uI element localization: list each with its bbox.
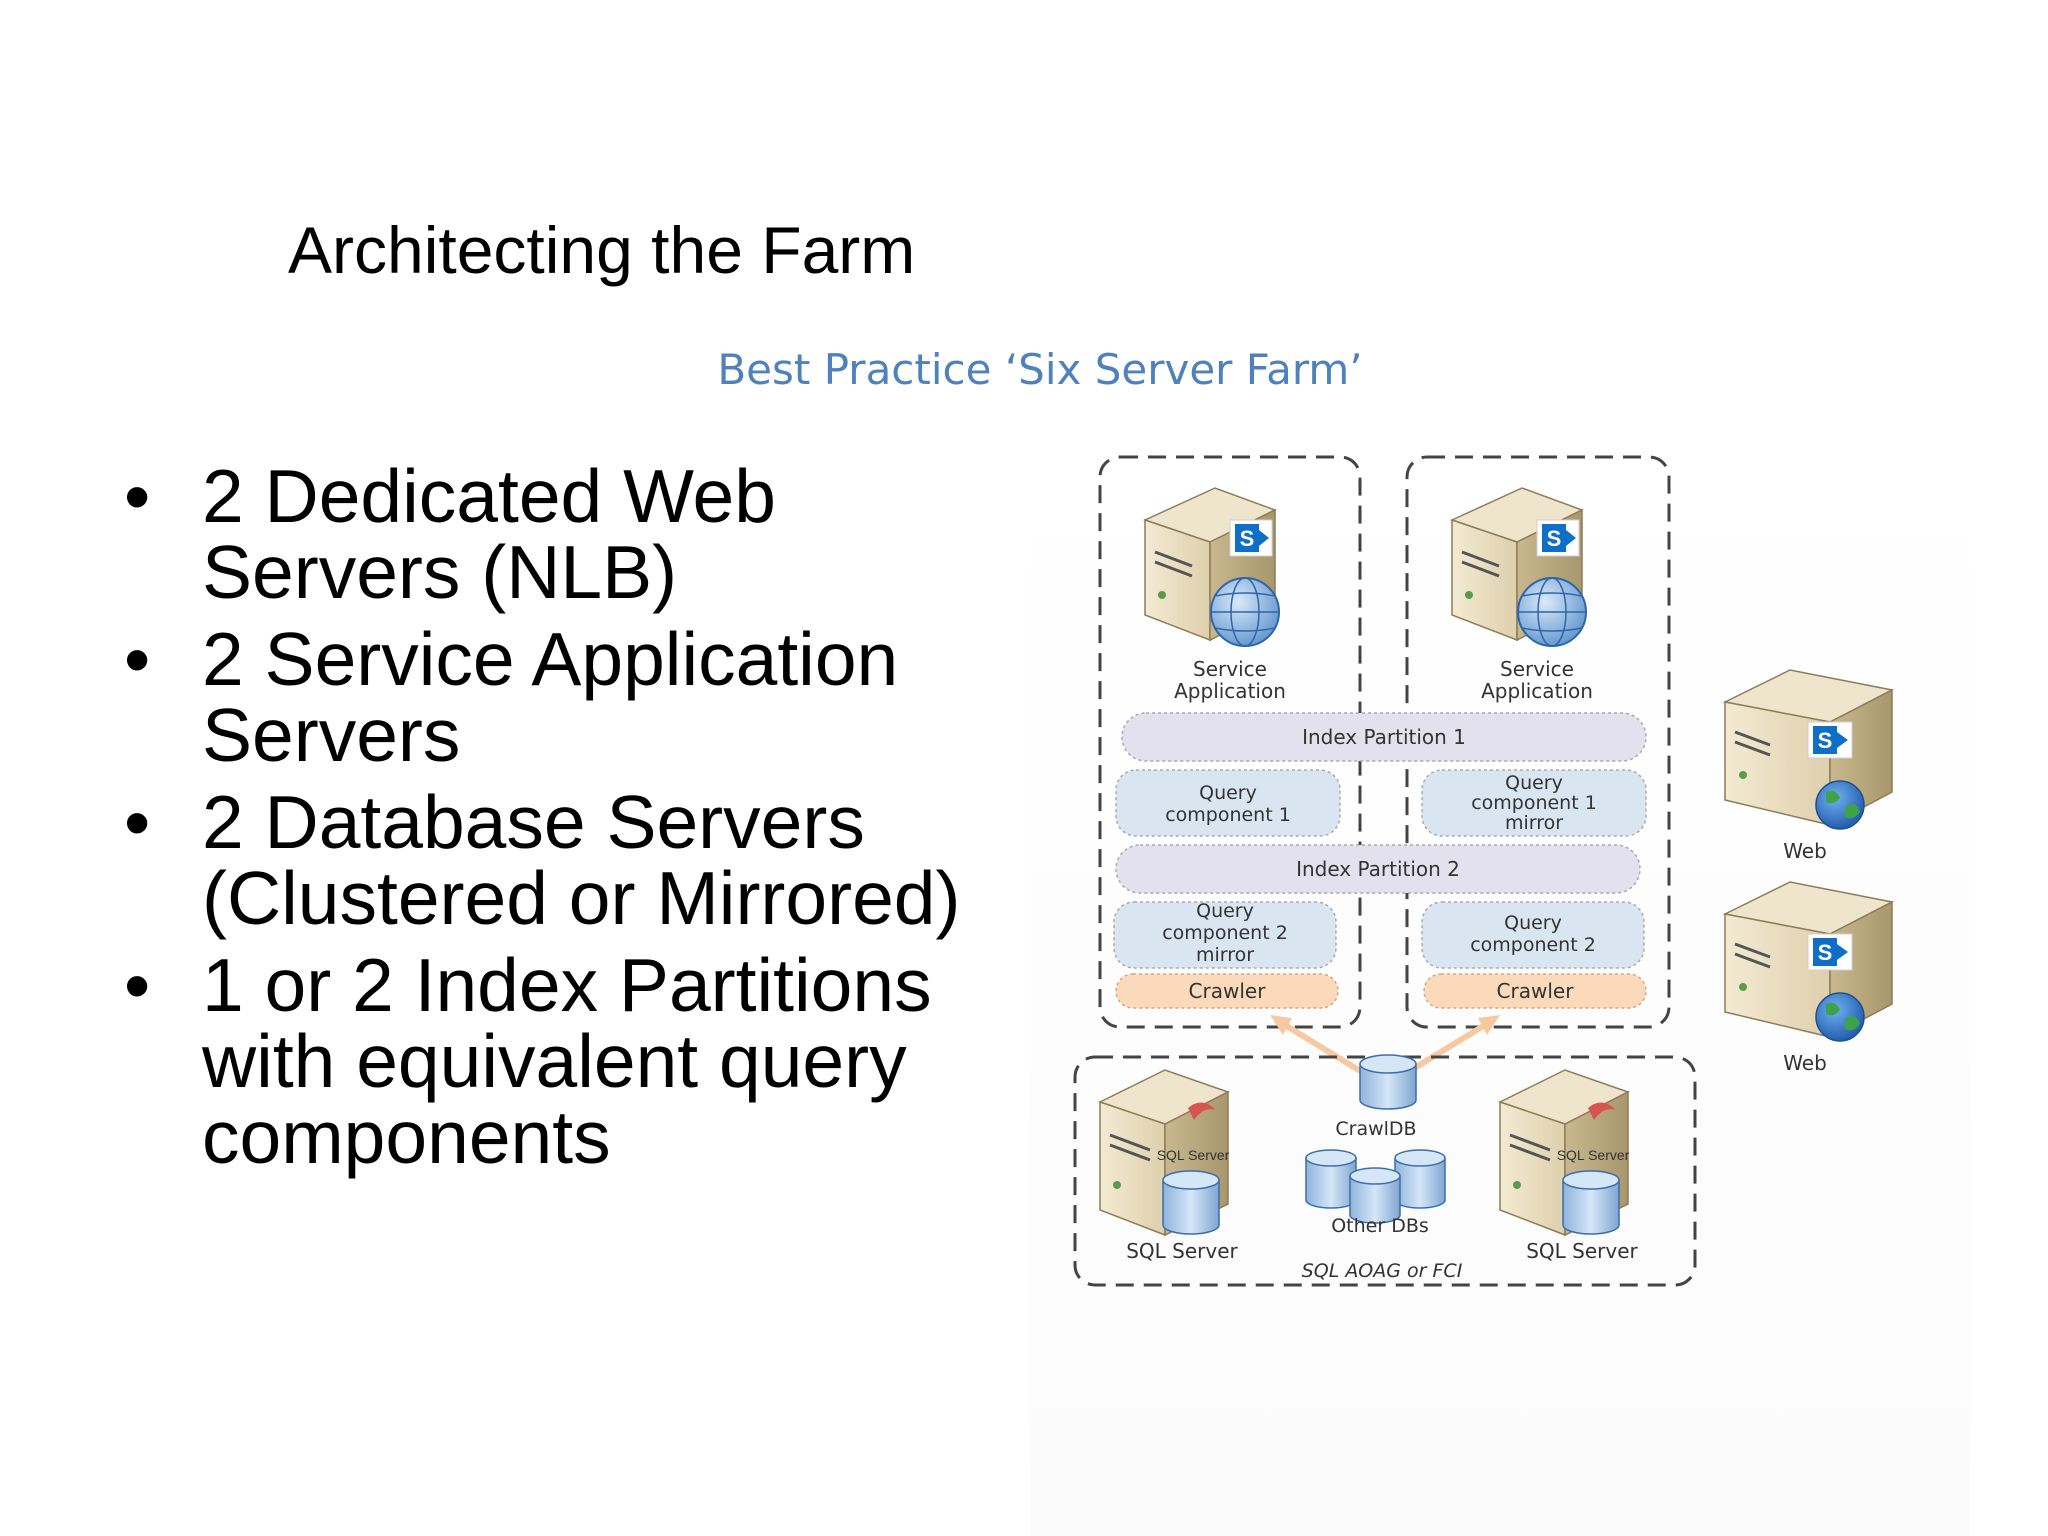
query-component-2-box [1421,901,1645,969]
crawler-right-box [1423,973,1647,1009]
query-component-1-label-1: Query [1199,782,1257,804]
crawl-db-icon [1359,1054,1417,1110]
web-top-label: Web [1783,839,1827,863]
web-server-top-icon: S [1722,669,1895,830]
query-component-1-label-2: component 1 [1165,804,1291,826]
bullet-line: Servers (NLB) [202,530,678,614]
crawler-right-arrowhead [1478,1015,1500,1035]
bullet-list: • 2 Dedicated Web Servers (NLB) • 2 Serv… [118,458,1018,1186]
sharepoint-logo-letter: S [1818,728,1833,753]
sharepoint-logo-letter: S [1240,526,1255,551]
bullet-index-partitions: • 1 or 2 Index Partitions with equivalen… [118,947,1018,1175]
query-component-1-box [1115,769,1341,837]
sql-server-right-label: SQL Server [1526,1239,1638,1263]
query-component-1-mirror-label-2: component 1 [1471,792,1597,814]
index-partition-1-label: Index Partition 1 [1302,725,1466,749]
bullet-line: 2 Service Application [202,617,899,701]
sql-server-right-icon: SQL Server [1498,1069,1630,1237]
query-component-2-mirror-box [1113,901,1337,969]
bullet-line: with equivalent query [202,1019,907,1103]
service-app-right-label-1: Service [1500,657,1574,681]
sql-server-left-label: SQL Server [1126,1239,1238,1263]
service-app-server-right-icon: S [1449,487,1587,647]
query-component-1-mirror-label-3: mirror [1505,812,1563,834]
sharepoint-logo-letter: S [1818,940,1833,965]
query-component-2-label-1: Query [1504,912,1562,934]
sql-group-label: SQL AOAG or FCI [1302,1260,1463,1282]
service-app-server-left-icon: S [1142,487,1280,647]
bullet-dot: • [124,780,151,864]
web-server-bottom-icon: S [1722,881,1895,1042]
slide-subtitle: Best Practice ‘Six Server Farm’ [717,345,1363,394]
bullet-line: Servers [202,693,461,777]
service-app-left-label-2: Application [1174,679,1286,703]
bullet-dot: • [124,454,151,538]
other-dbs-icon [1305,1149,1446,1224]
bullet-line: 2 Database Servers [202,780,865,864]
sql-logo-text: SQL Server [1157,1147,1230,1163]
service-app-right-label-2: Application [1481,679,1593,703]
other-dbs-label: Other DBs [1331,1215,1429,1237]
bullet-web-servers: • 2 Dedicated Web Servers (NLB) [118,458,1018,610]
service-app-left-label-1: Service [1193,657,1267,681]
crawl-db-label: CrawlDB [1335,1118,1416,1140]
index-partition-2-bar [1115,844,1641,894]
bullet-line: (Clustered or Mirrored) [202,856,961,940]
query-component-1-mirror-box [1421,769,1647,837]
sharepoint-logo-letter: S [1547,526,1562,551]
index-partition-1-bar [1121,712,1647,762]
bullet-service-app-servers: • 2 Service Application Servers [118,621,1018,773]
crawler-left-label: Crawler [1189,979,1267,1003]
bullet-line: 2 Dedicated Web [202,454,776,538]
bullet-database-servers: • 2 Database Servers (Clustered or Mirro… [118,784,1018,936]
bullet-line: components [202,1095,611,1179]
web-bottom-label: Web [1783,1051,1827,1075]
slide-title: Architecting the Farm [288,213,916,287]
sql-logo-text: SQL Server [1557,1147,1630,1163]
query-component-2-mirror-label-2: component 2 [1162,922,1288,944]
index-partition-2-label: Index Partition 2 [1296,857,1460,881]
crawler-left-box [1115,973,1339,1009]
query-component-2-mirror-label-3: mirror [1196,944,1254,966]
bullet-dot: • [124,943,151,1027]
query-component-2-mirror-label-1: Query [1196,900,1254,922]
crawler-left-arrowhead [1270,1015,1292,1035]
query-component-2-label-2: component 2 [1470,934,1596,956]
crawler-right-label: Crawler [1497,979,1575,1003]
bullet-dot: • [124,617,151,701]
query-component-1-mirror-label-1: Query [1505,772,1563,794]
sql-server-left-icon: SQL Server [1098,1069,1230,1237]
bullet-line: 1 or 2 Index Partitions [202,943,932,1027]
farm-diagram: S Service Application S Serv [1073,455,1895,1287]
